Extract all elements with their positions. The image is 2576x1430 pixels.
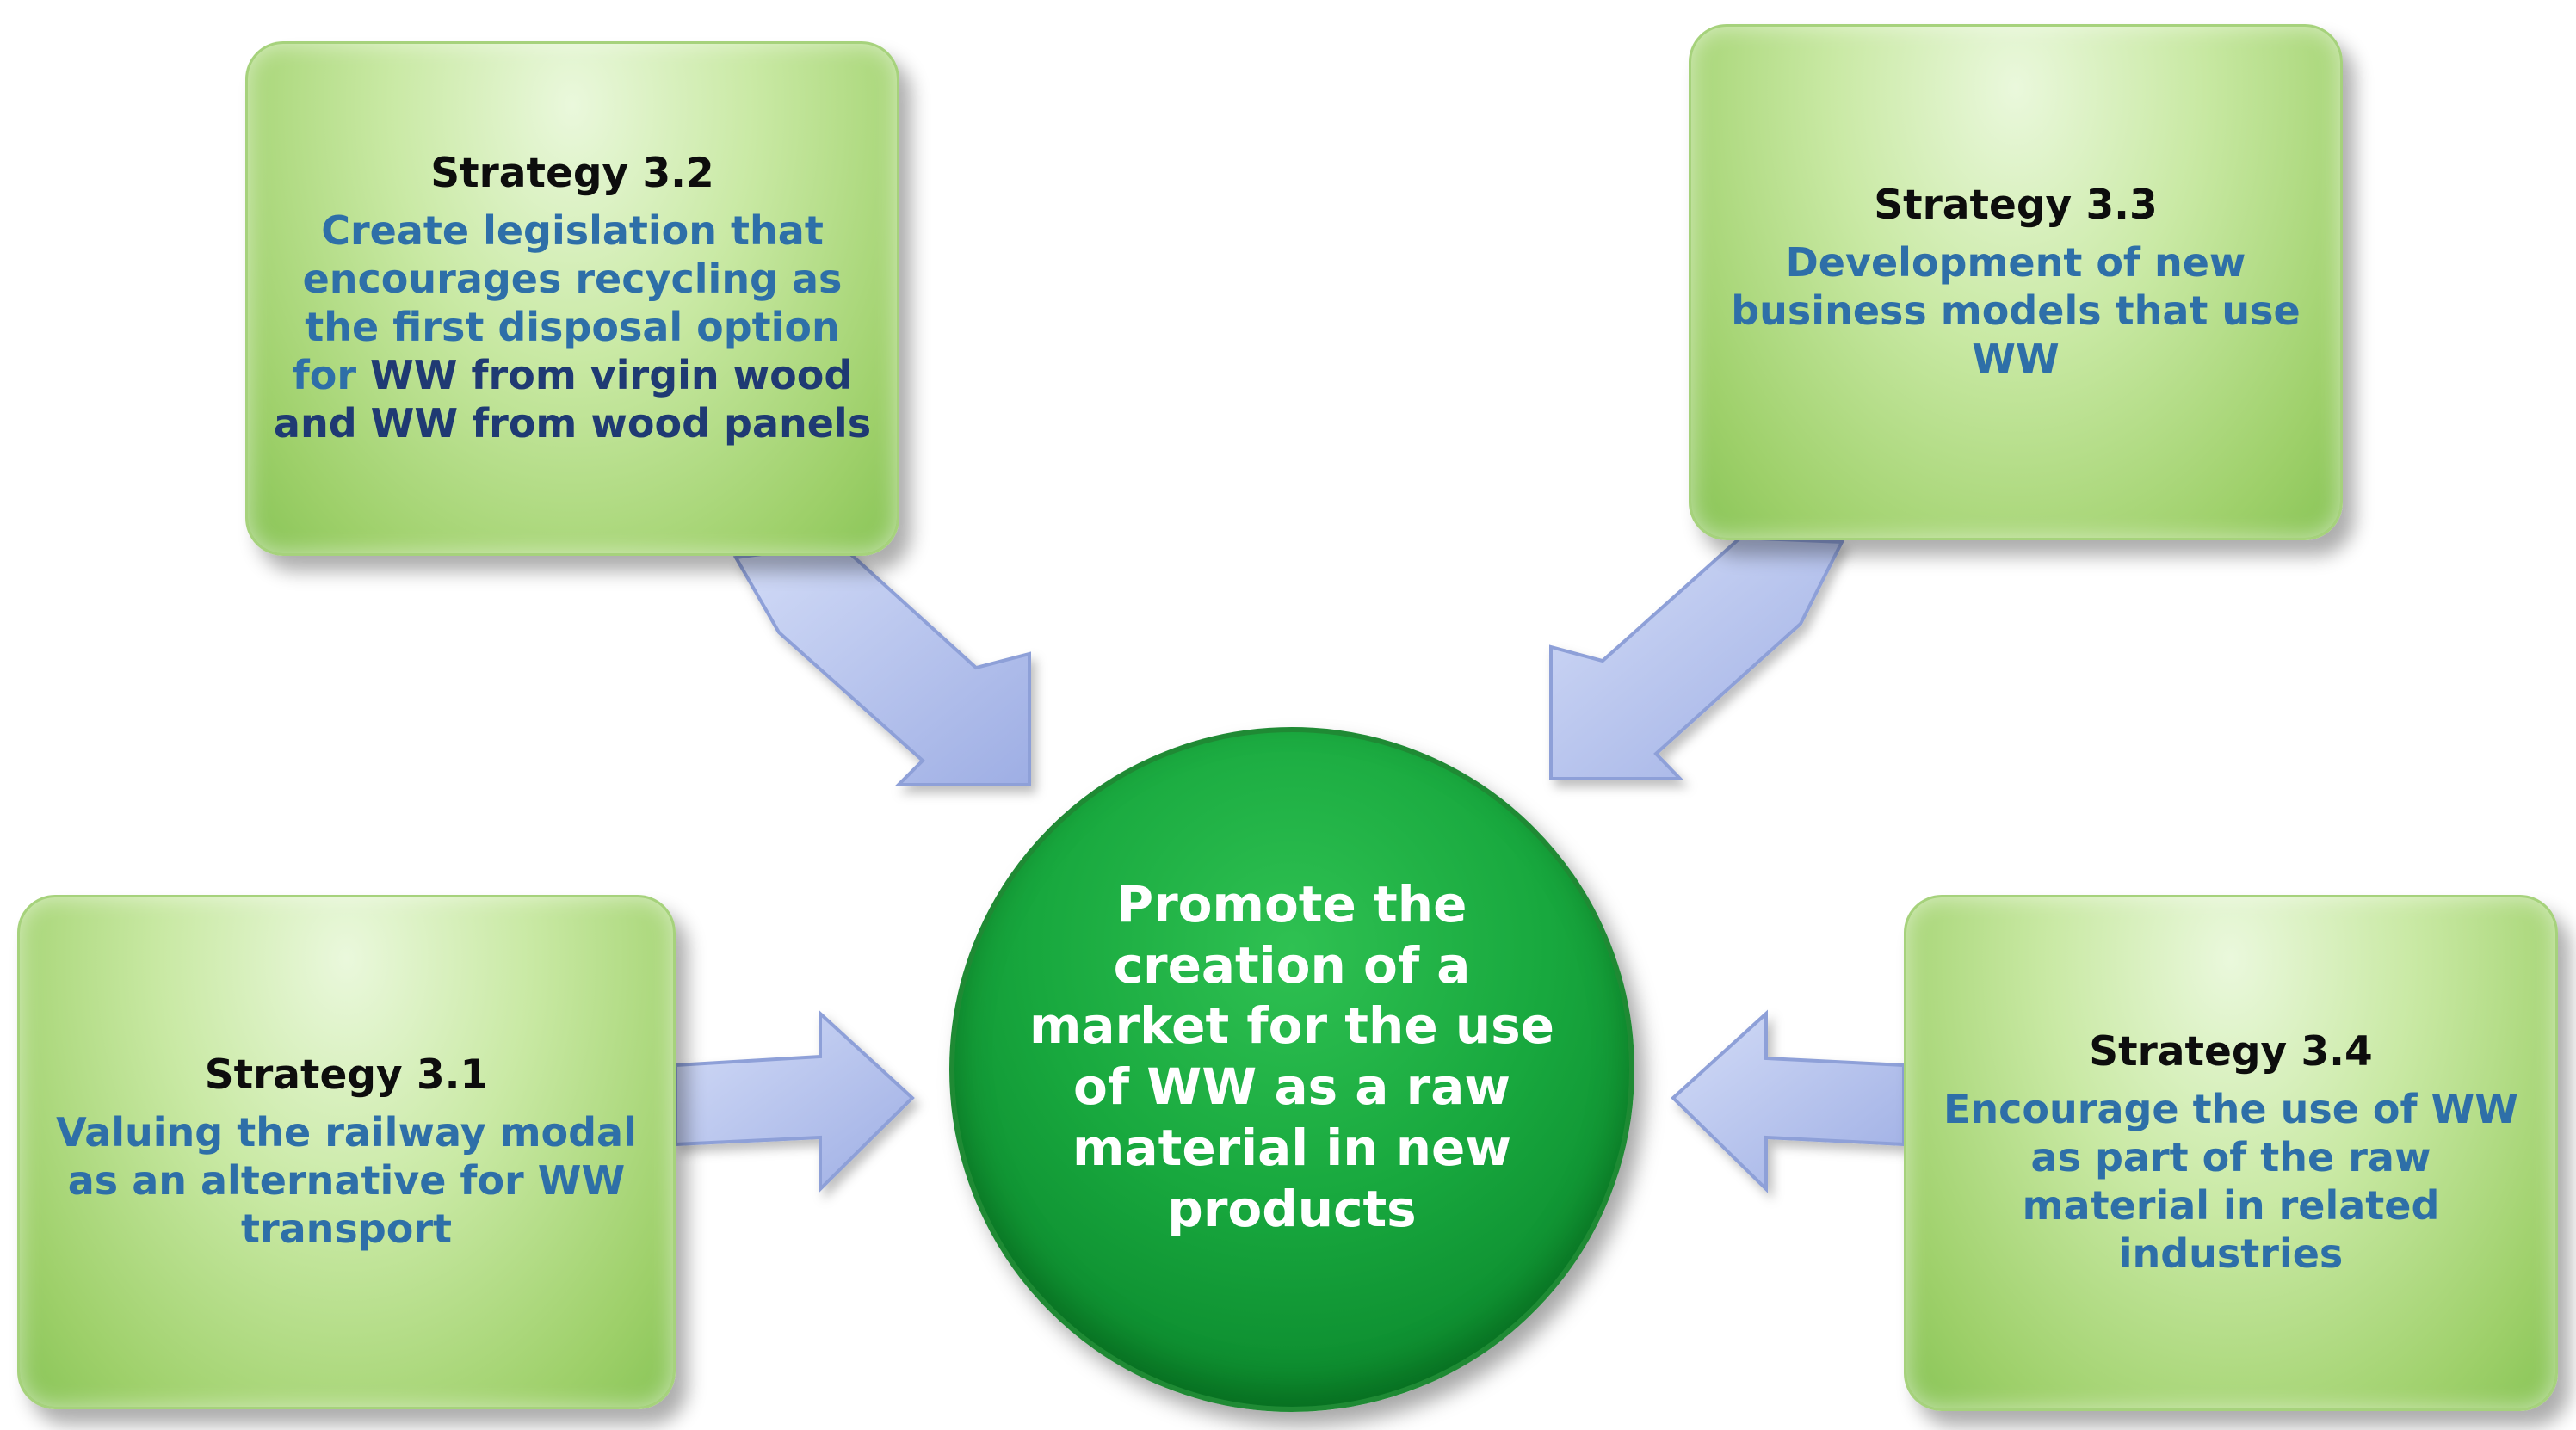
strategy-3-1-title: Strategy 3.1 <box>204 1051 489 1099</box>
strategy-3-4-box: Strategy 3.4 Encourage the use of WW as … <box>1904 895 2558 1411</box>
arrow-strategy-3-3 <box>1549 535 1845 780</box>
central-goal-circle: Promote the creation of a market for the… <box>949 727 1634 1412</box>
arrow-strategy-3-2 <box>732 541 1031 786</box>
strategy-3-3-text: Development of new business models that … <box>1731 239 2301 383</box>
strategy-3-2-text: Create legislation that encourages recyc… <box>269 206 876 448</box>
strategy-3-3-title: Strategy 3.3 <box>1874 181 2158 229</box>
arrow-strategy-3-4 <box>1671 1009 1906 1193</box>
strategy-3-2-text-dark: WW from virgin wood and WW from wood pan… <box>273 352 872 447</box>
strategy-3-2-title: Strategy 3.2 <box>430 149 714 197</box>
strategy-3-4-text: Encourage the use of WW as part of the r… <box>1943 1085 2519 1278</box>
strategy-3-3-box: Strategy 3.3 Development of new business… <box>1689 24 2343 540</box>
strategy-3-2-box: Strategy 3.2 Create legislation that enc… <box>245 41 899 556</box>
strategy-3-4-title: Strategy 3.4 <box>2089 1027 2373 1076</box>
strategy-3-1-text: Valuing the railway modal as an alternat… <box>56 1109 637 1253</box>
strategy-3-2-text-light: Create legislation that encourages recyc… <box>292 206 843 399</box>
arrow-strategy-3-1 <box>674 1009 915 1193</box>
central-goal-text: Promote the creation of a market for the… <box>1029 874 1555 1238</box>
strategy-3-1-box: Strategy 3.1 Valuing the railway modal a… <box>17 895 676 1409</box>
